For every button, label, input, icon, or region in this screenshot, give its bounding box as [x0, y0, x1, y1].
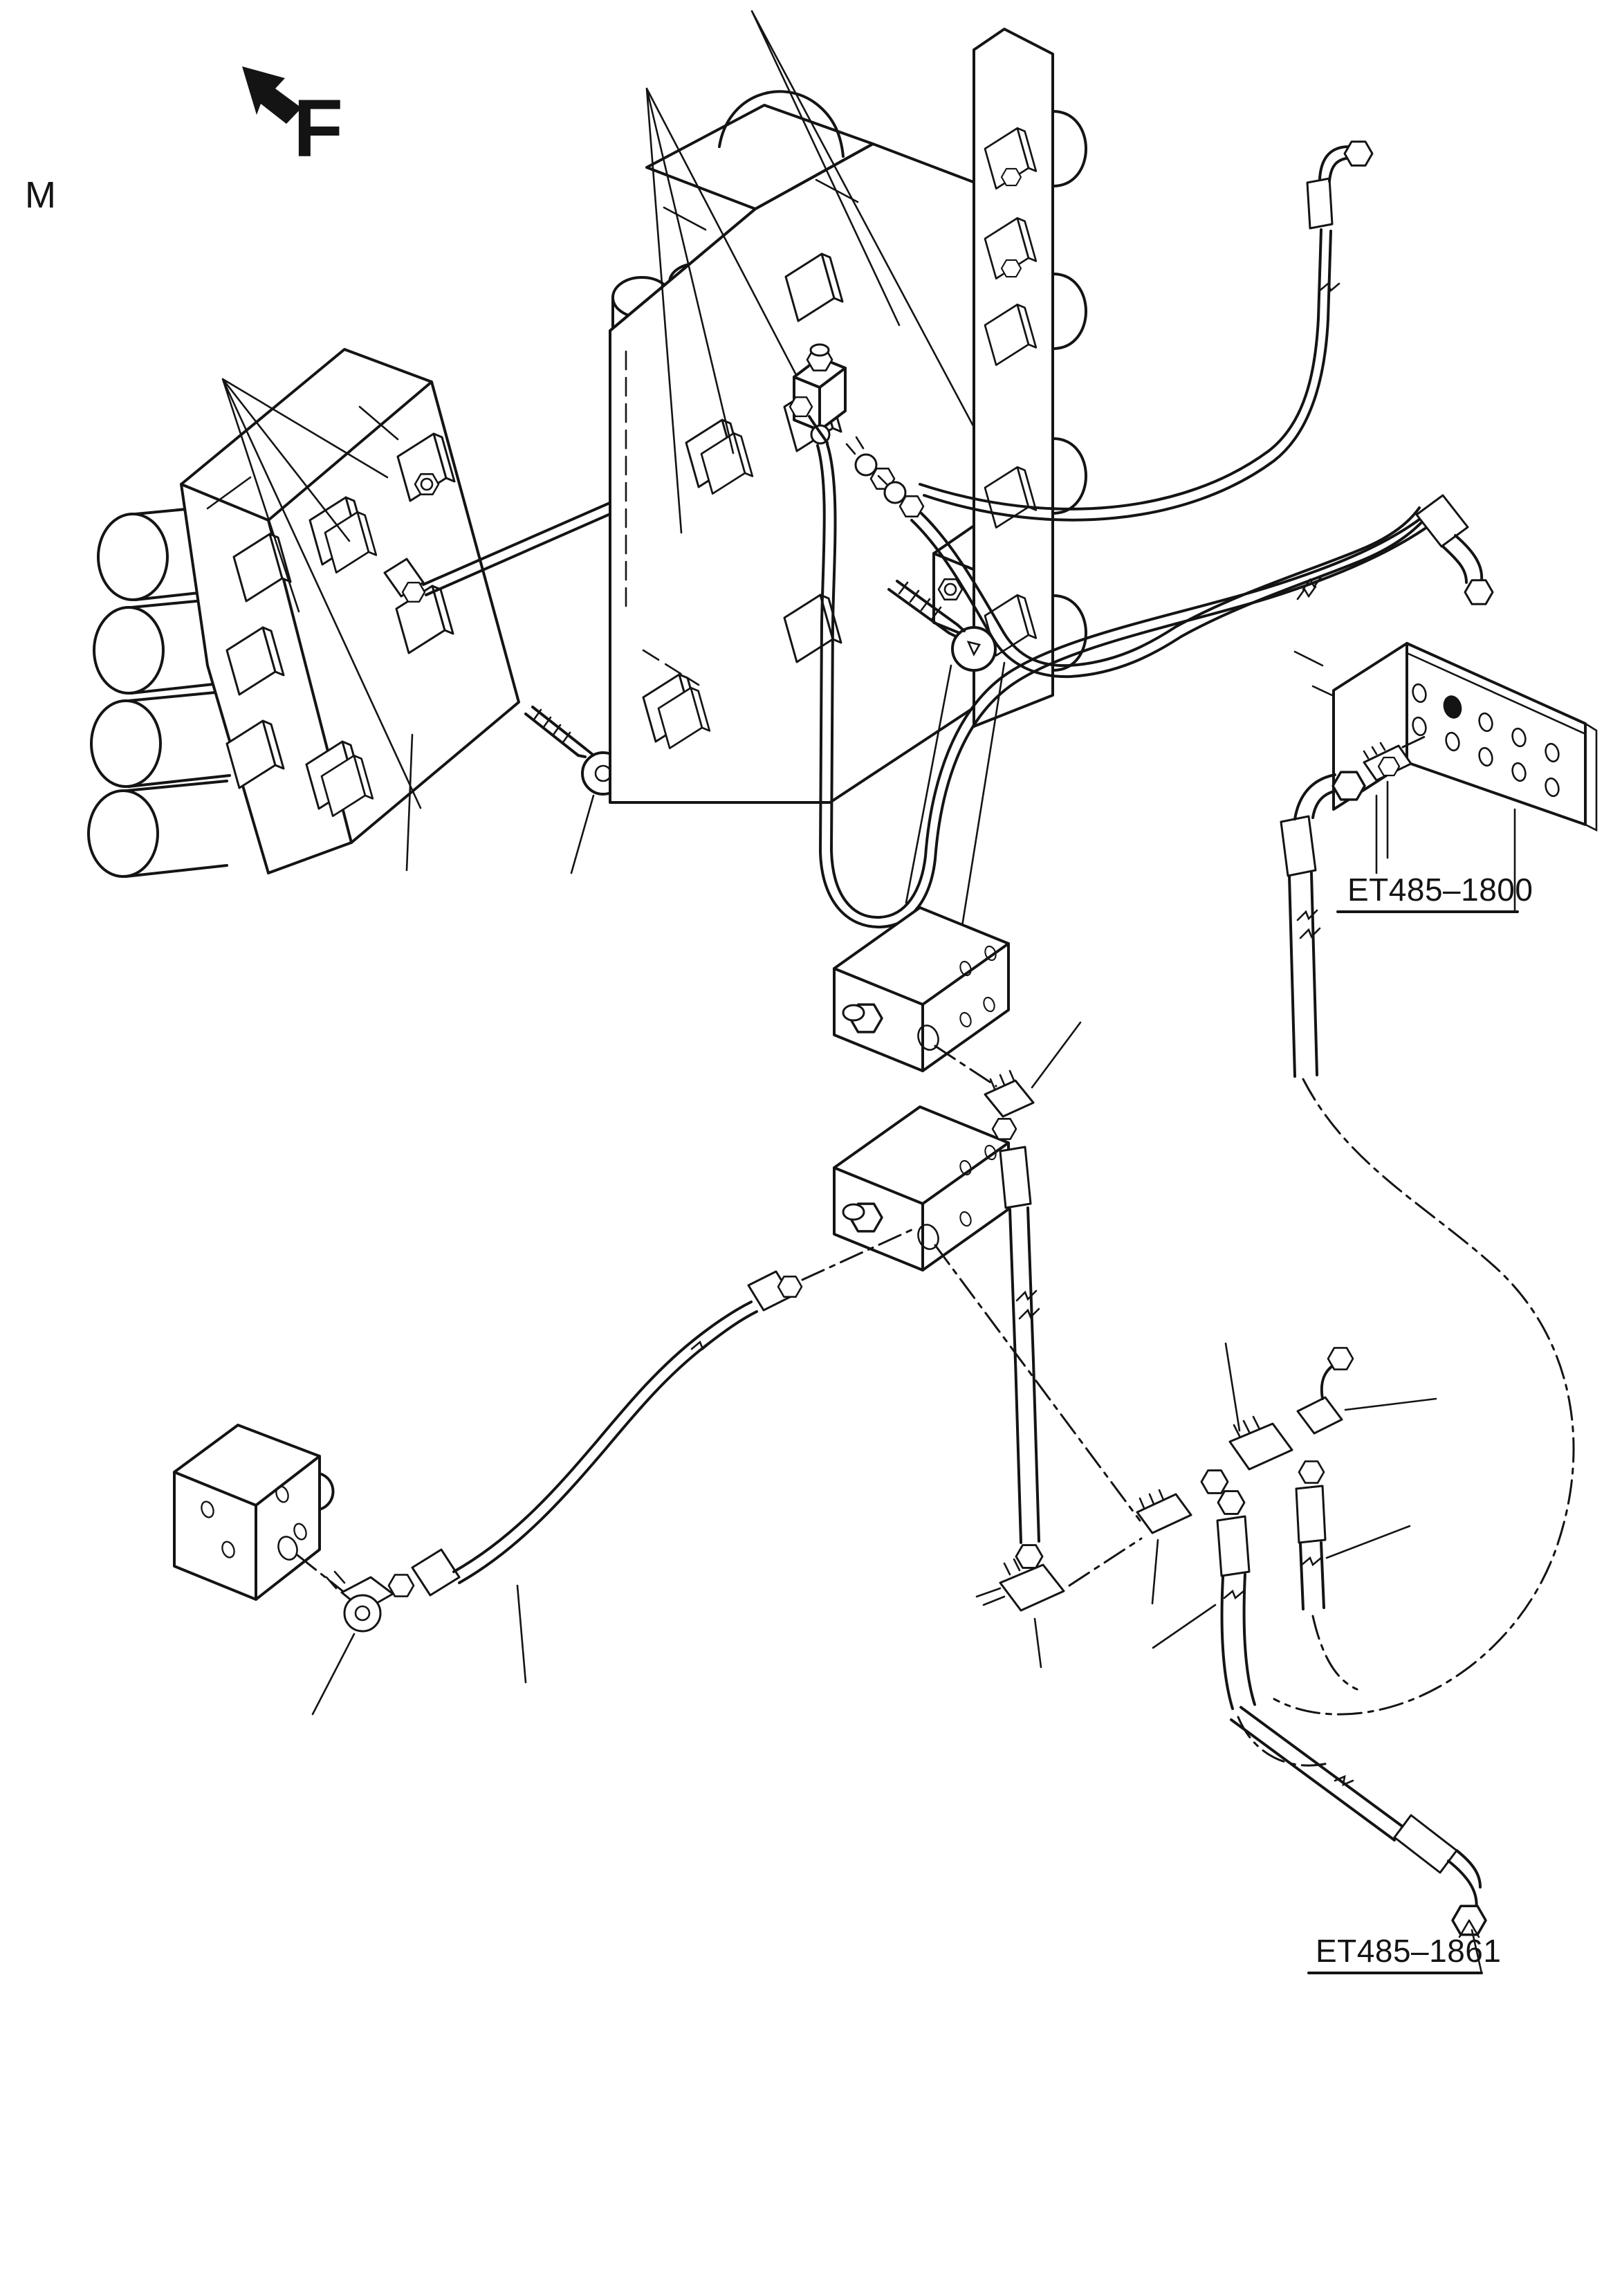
drop-hose-right: [1295, 1460, 1411, 1691]
marked-hole: [1443, 695, 1462, 719]
vertical-hose: [999, 1146, 1044, 1569]
leader-line: [1151, 1539, 1159, 1605]
straight-connector-fitting: [1363, 733, 1430, 859]
union-fitting: [1136, 1489, 1192, 1605]
leader-line: [1293, 650, 1335, 697]
banjo-fitting: [311, 1570, 415, 1716]
callout-1800: ET485–1800: [1336, 794, 1533, 913]
leader-line: [1325, 1525, 1411, 1559]
hose-bottom-left: [411, 1227, 916, 1684]
leader-line: [1224, 1342, 1241, 1432]
hose-to-bracket: [1280, 771, 1366, 1078]
leader-fan-center: [645, 10, 984, 534]
manifold-plate-bottom-left: [173, 1424, 346, 1601]
pilot-valve-block: [789, 343, 847, 445]
check-valve-block-upper: [833, 906, 1010, 1087]
leader-line: [1344, 1397, 1437, 1411]
leader-line: [905, 664, 952, 904]
elbow-fitting-cluster: [845, 436, 925, 517]
direction-indicator: F: [242, 66, 343, 174]
top-elbow-hose: [919, 140, 1374, 522]
leader-line: [960, 661, 1006, 932]
leader-line: [1152, 1604, 1217, 1649]
drop-hose-left: [1152, 1490, 1332, 1767]
socket-head-bolt-center: [887, 580, 1006, 932]
hose-bottom-right-1861: [1230, 1706, 1487, 1938]
leader-line: [1033, 1617, 1042, 1669]
leader-line: [570, 794, 595, 874]
view-marker: M: [25, 174, 56, 216]
leader-line: [516, 1584, 527, 1684]
control-valve-right: [973, 28, 1087, 728]
phantom-hose-routing-loop: [1273, 1078, 1575, 1716]
leader-line: [311, 1633, 356, 1716]
check-valve-block-lower: [833, 1105, 1141, 1522]
tee-fitting-left: [975, 1537, 1143, 1669]
leader-line: [1031, 1021, 1082, 1089]
ref-1800-text: ET485–1800: [1347, 872, 1533, 908]
direction-arrow-icon: [242, 66, 302, 124]
elbow-fitting-upper: [984, 1021, 1082, 1140]
leader-line: [405, 733, 414, 872]
bracket-plate-with-holes: [1293, 642, 1598, 832]
elbow-fitting-right: [1296, 1347, 1437, 1435]
direction-letter: F: [293, 83, 343, 174]
callout-1861: ET485–1861: [1307, 1929, 1501, 1974]
ref-1861-text: ET485–1861: [1316, 1933, 1501, 1969]
leader-fan-left: [221, 378, 422, 809]
loop-hose-pair: [816, 443, 1494, 929]
tee-fitting-right: [1200, 1342, 1293, 1494]
control-valve-left: [87, 348, 520, 878]
